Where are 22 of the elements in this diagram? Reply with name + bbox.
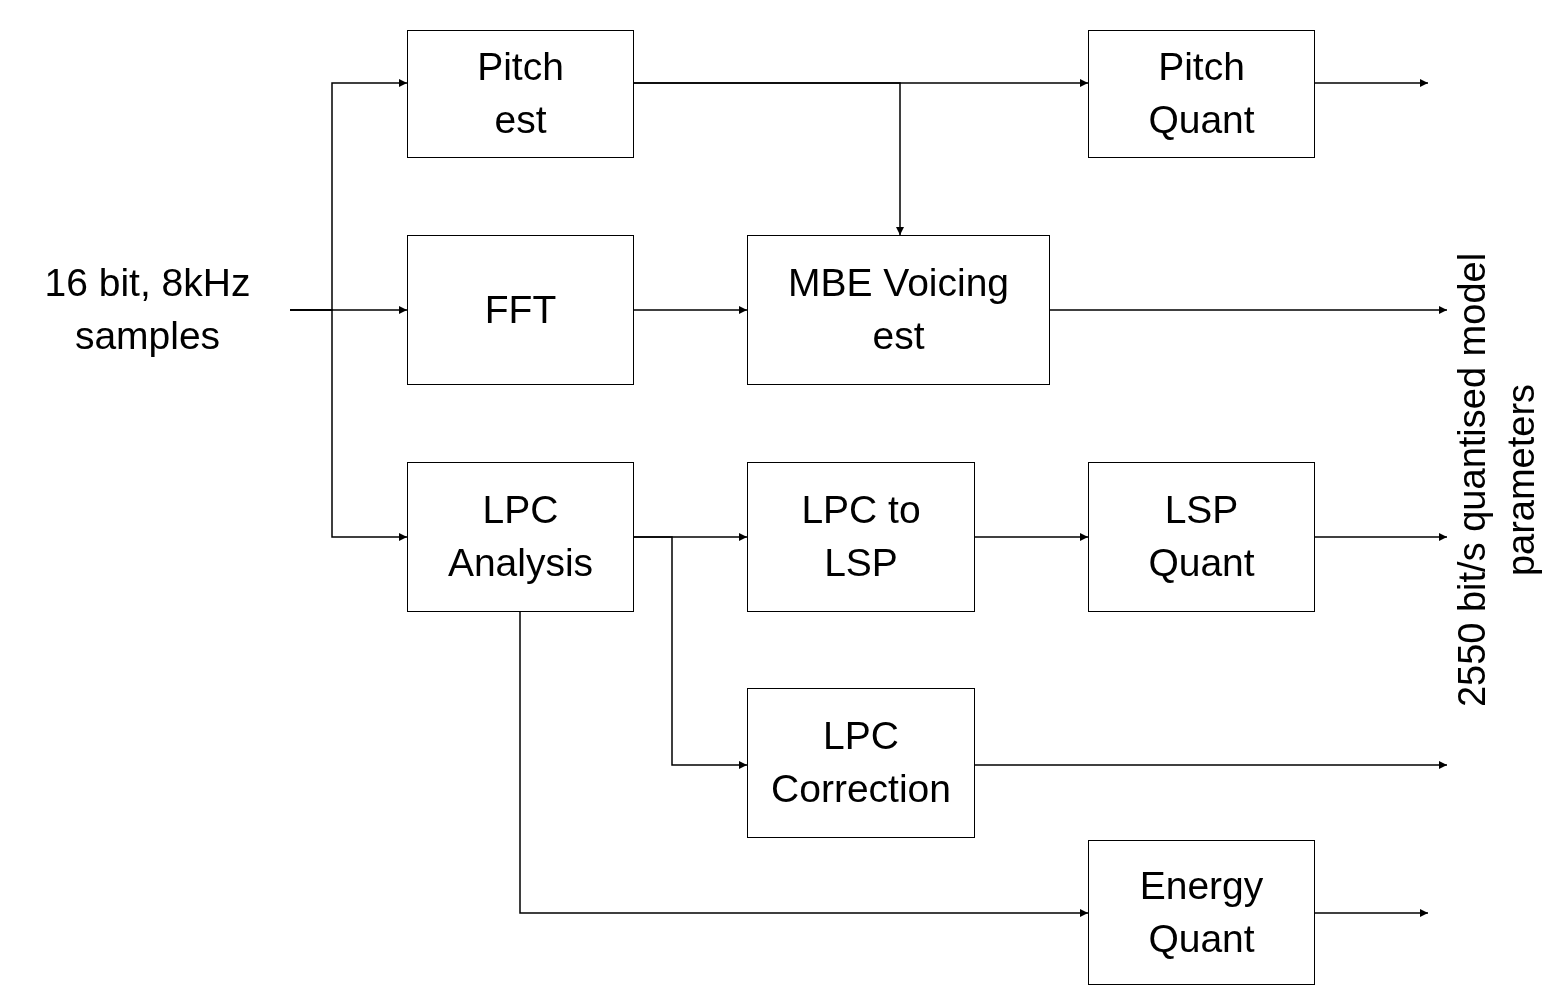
process-box: LPC Analysis <box>407 462 634 612</box>
process-box: FFT <box>407 235 634 385</box>
arrow <box>1314 533 1448 541</box>
process-box: LPC Correction <box>747 688 975 838</box>
text-label: 2550 bit/s quantised model parameters <box>1447 155 1547 805</box>
process-box: MBE Voicing est <box>747 235 1050 385</box>
arrow <box>633 306 748 314</box>
arrow <box>974 761 1448 769</box>
arrow <box>289 309 408 541</box>
process-box: Pitch Quant <box>1088 30 1315 158</box>
arrow <box>633 82 904 236</box>
arrow <box>633 536 748 769</box>
text-label: 16 bit, 8kHz samples <box>5 250 290 370</box>
arrow <box>1049 306 1448 314</box>
process-box: LSP Quant <box>1088 462 1315 612</box>
arrow <box>1314 79 1429 87</box>
arrow <box>974 533 1089 541</box>
process-box: Pitch est <box>407 30 634 158</box>
arrow <box>519 611 1089 917</box>
process-box: LPC to LSP <box>747 462 975 612</box>
process-box: Energy Quant <box>1088 840 1315 985</box>
arrow <box>1314 909 1429 917</box>
